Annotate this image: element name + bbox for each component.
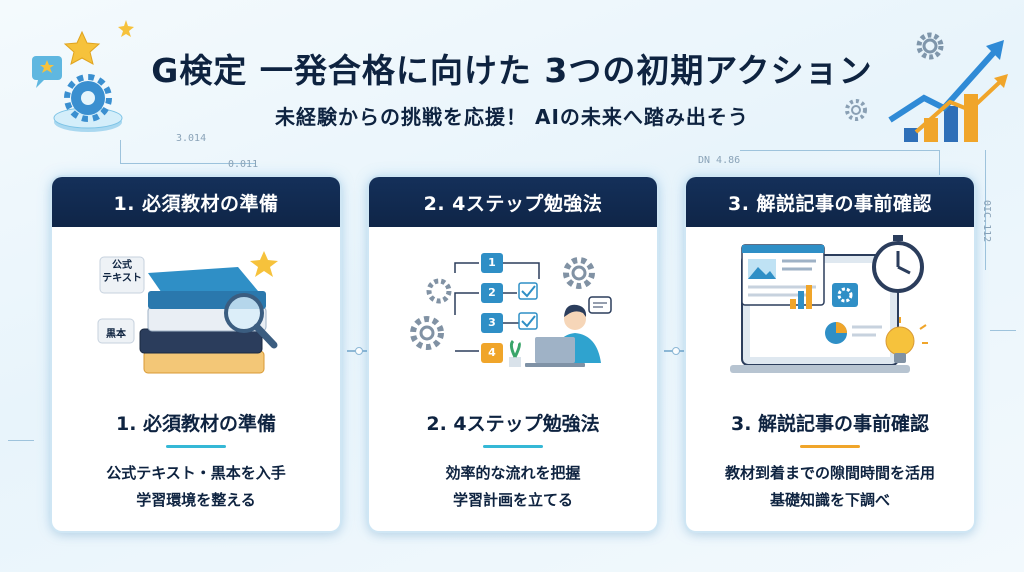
circuit-line <box>985 150 986 270</box>
checkbox-icon <box>518 312 538 330</box>
laptop-icon <box>525 337 585 367</box>
card-header: 2. 4ステップ勉強法 <box>369 177 657 227</box>
tech-label: 0IC.112 <box>981 200 992 243</box>
star-icon <box>118 20 134 37</box>
settings-icon <box>832 283 858 307</box>
flow-arrows <box>454 262 540 352</box>
pie-chart-icon <box>825 322 882 344</box>
card-connector <box>664 347 684 355</box>
lightbulb-icon <box>885 317 928 363</box>
gear-icon <box>845 99 867 121</box>
desc-line: 基礎知識を下調べ <box>769 491 890 509</box>
card-connector <box>347 347 367 355</box>
step-number: 1 <box>488 256 496 269</box>
study-steps-illustration <box>410 253 612 367</box>
tech-label: DN 4.86 <box>698 155 741 166</box>
books-illustration <box>97 251 278 374</box>
article-review-illustration <box>730 235 928 373</box>
card-header: 1. 必須教材の準備 <box>52 177 340 227</box>
chat-bubble-icon <box>588 296 612 314</box>
book-label-official: 公式 テキスト <box>100 259 144 285</box>
book-label-line: 公式 <box>112 260 132 271</box>
action-card-3: 3. 解説記事の事前確認 <box>686 177 974 531</box>
card-title: 1. 必須教材の準備 <box>115 413 277 435</box>
chat-bubble-icon <box>32 56 62 88</box>
card-title: 2. 4ステップ勉強法 <box>426 413 600 435</box>
stopwatch-icon <box>872 235 924 293</box>
desc-line: 効率的な流れを把握 <box>445 464 581 482</box>
header-right-decoration <box>845 32 1008 142</box>
gear-icon <box>53 74 123 132</box>
book-label-kurohon: 黒本 <box>106 329 126 340</box>
tech-label: 3.014 <box>176 133 207 144</box>
action-card-2: 2. 4ステップ勉強法 <box>369 177 657 531</box>
page-subtitle: 未経験からの挑戦を応援！ AIの未来へ踏み出そう <box>275 105 749 129</box>
card-description: 公式テキスト・黒本を入手 学習環境を整える <box>52 460 340 514</box>
tech-label: 0.011 <box>228 159 259 170</box>
gear-icon <box>426 278 452 304</box>
star-icon <box>250 251 278 277</box>
book-label-line: テキスト <box>102 273 142 284</box>
card-accent-bar <box>800 445 860 448</box>
star-icon <box>63 30 101 65</box>
desc-line: 教材到着までの隙間時間を活用 <box>724 464 935 482</box>
plant-icon <box>509 339 521 367</box>
circuit-line <box>740 150 940 180</box>
card-title: 3. 解説記事の事前確認 <box>730 413 930 435</box>
card-description: 効率的な流れを把握 学習計画を立てる <box>369 460 657 514</box>
gear-icon <box>410 316 444 350</box>
desc-line: 学習環境を整える <box>136 491 256 509</box>
gear-icon <box>563 257 595 289</box>
step-number: 2 <box>488 286 496 299</box>
card-accent-bar <box>166 445 226 448</box>
circuit-line <box>990 330 1016 331</box>
checkbox-icon <box>518 282 538 300</box>
magnifier-icon <box>224 293 278 349</box>
header-left-decoration <box>32 20 134 132</box>
action-card-1: 1. 必須教材の準備 公式 テキスト 黒本 1. 必須教材の準備 公式テキスト・… <box>52 177 340 531</box>
page-title: G検定 一発合格に向けた 3つの初期アクション <box>151 51 873 90</box>
gear-icon <box>916 32 944 60</box>
card-header: 3. 解説記事の事前確認 <box>686 177 974 227</box>
step-number: 4 <box>488 346 496 359</box>
growth-chart-icon <box>888 40 1008 142</box>
browser-window <box>741 244 825 306</box>
card-accent-bar <box>483 445 543 448</box>
desc-line: 公式テキスト・黒本を入手 <box>106 464 286 482</box>
card-description: 教材到着までの隙間時間を活用 基礎知識を下調べ <box>686 460 974 514</box>
step-number: 3 <box>488 316 496 329</box>
desc-line: 学習計画を立てる <box>452 491 573 509</box>
circuit-line <box>230 163 256 164</box>
bar-chart-icon <box>790 285 812 309</box>
circuit-line <box>8 440 34 441</box>
circuit-line <box>120 140 230 164</box>
